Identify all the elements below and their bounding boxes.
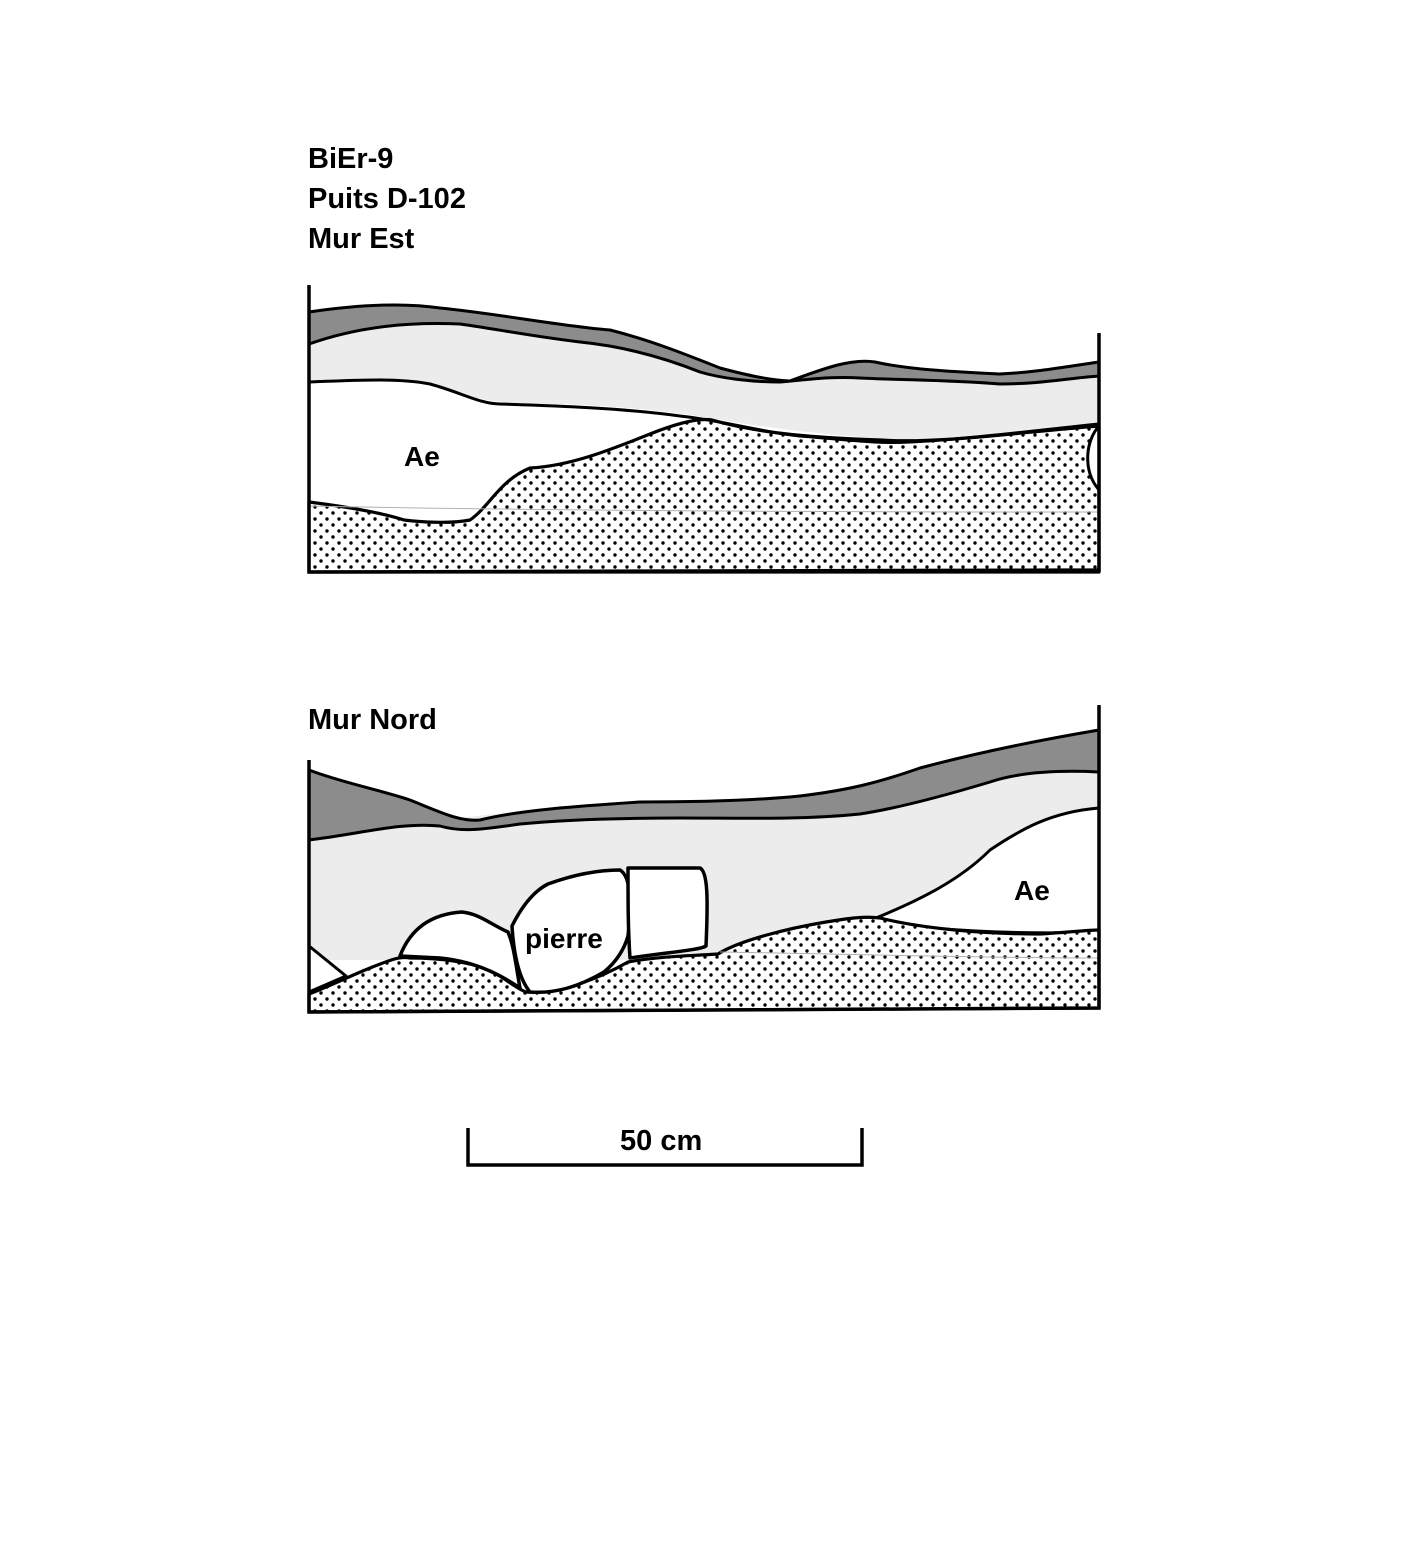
north-wall-title: Mur Nord — [308, 704, 437, 736]
east-pit-outline — [307, 285, 1101, 574]
north-ae-label: Ae — [1014, 875, 1050, 906]
scale-bar-label: 50 cm — [620, 1125, 702, 1157]
north-small-stone — [398, 910, 522, 990]
scale-bar: 50 cm — [466, 1125, 864, 1167]
north-faint-line — [719, 951, 1100, 959]
pit-title: Puits D-102 — [308, 183, 466, 215]
east-faint-line — [308, 505, 1100, 513]
scale-bar-line — [466, 1128, 864, 1167]
north-wall-profile: pierre Ae — [307, 705, 1101, 1014]
north-pit-outline — [307, 705, 1101, 1014]
north-rect-stone — [626, 866, 709, 960]
east-ae-label: Ae — [404, 441, 440, 472]
east-right-lens — [1086, 424, 1101, 491]
east-ae-boundary — [308, 378, 1100, 445]
east-wall-title: Mur Est — [308, 223, 415, 255]
site-title: BiEr-9 — [308, 143, 394, 175]
east-wall-profile: Ae — [307, 285, 1101, 574]
north-pierre-label: pierre — [525, 923, 603, 954]
